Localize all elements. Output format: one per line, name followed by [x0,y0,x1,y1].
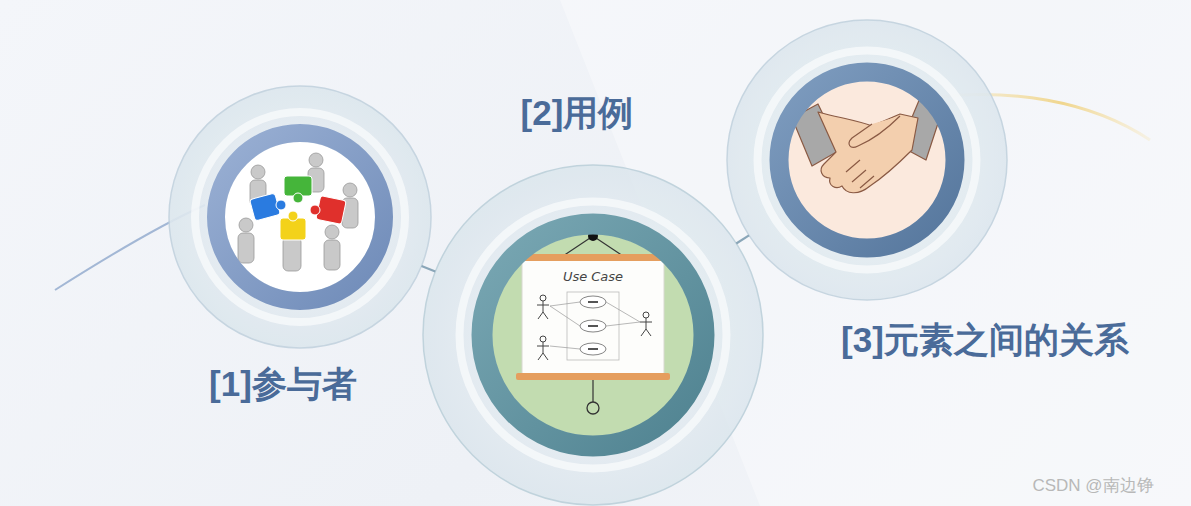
circle-outline [169,86,431,348]
board-title: Use Case [563,269,623,284]
circle-outline [423,165,763,505]
connector-line [422,266,436,272]
handshake-icon [792,98,943,193]
connector-line [736,235,749,243]
puzzle-people-icon [238,153,358,271]
node-title: [1]参与者 [209,363,357,405]
node-title: [3]元素之间的关系 [841,319,1129,361]
circle-node: [3]元素之间的关系 [727,20,1007,300]
watermark: CSDN @南边铮 [1032,474,1153,497]
circle-node: [1]参与者 [169,86,431,348]
circle-outline [727,20,1007,300]
node-title: [2]用例 [521,92,634,134]
circle-node: [2]用例 [423,165,763,505]
use-case-board-icon [516,231,670,414]
